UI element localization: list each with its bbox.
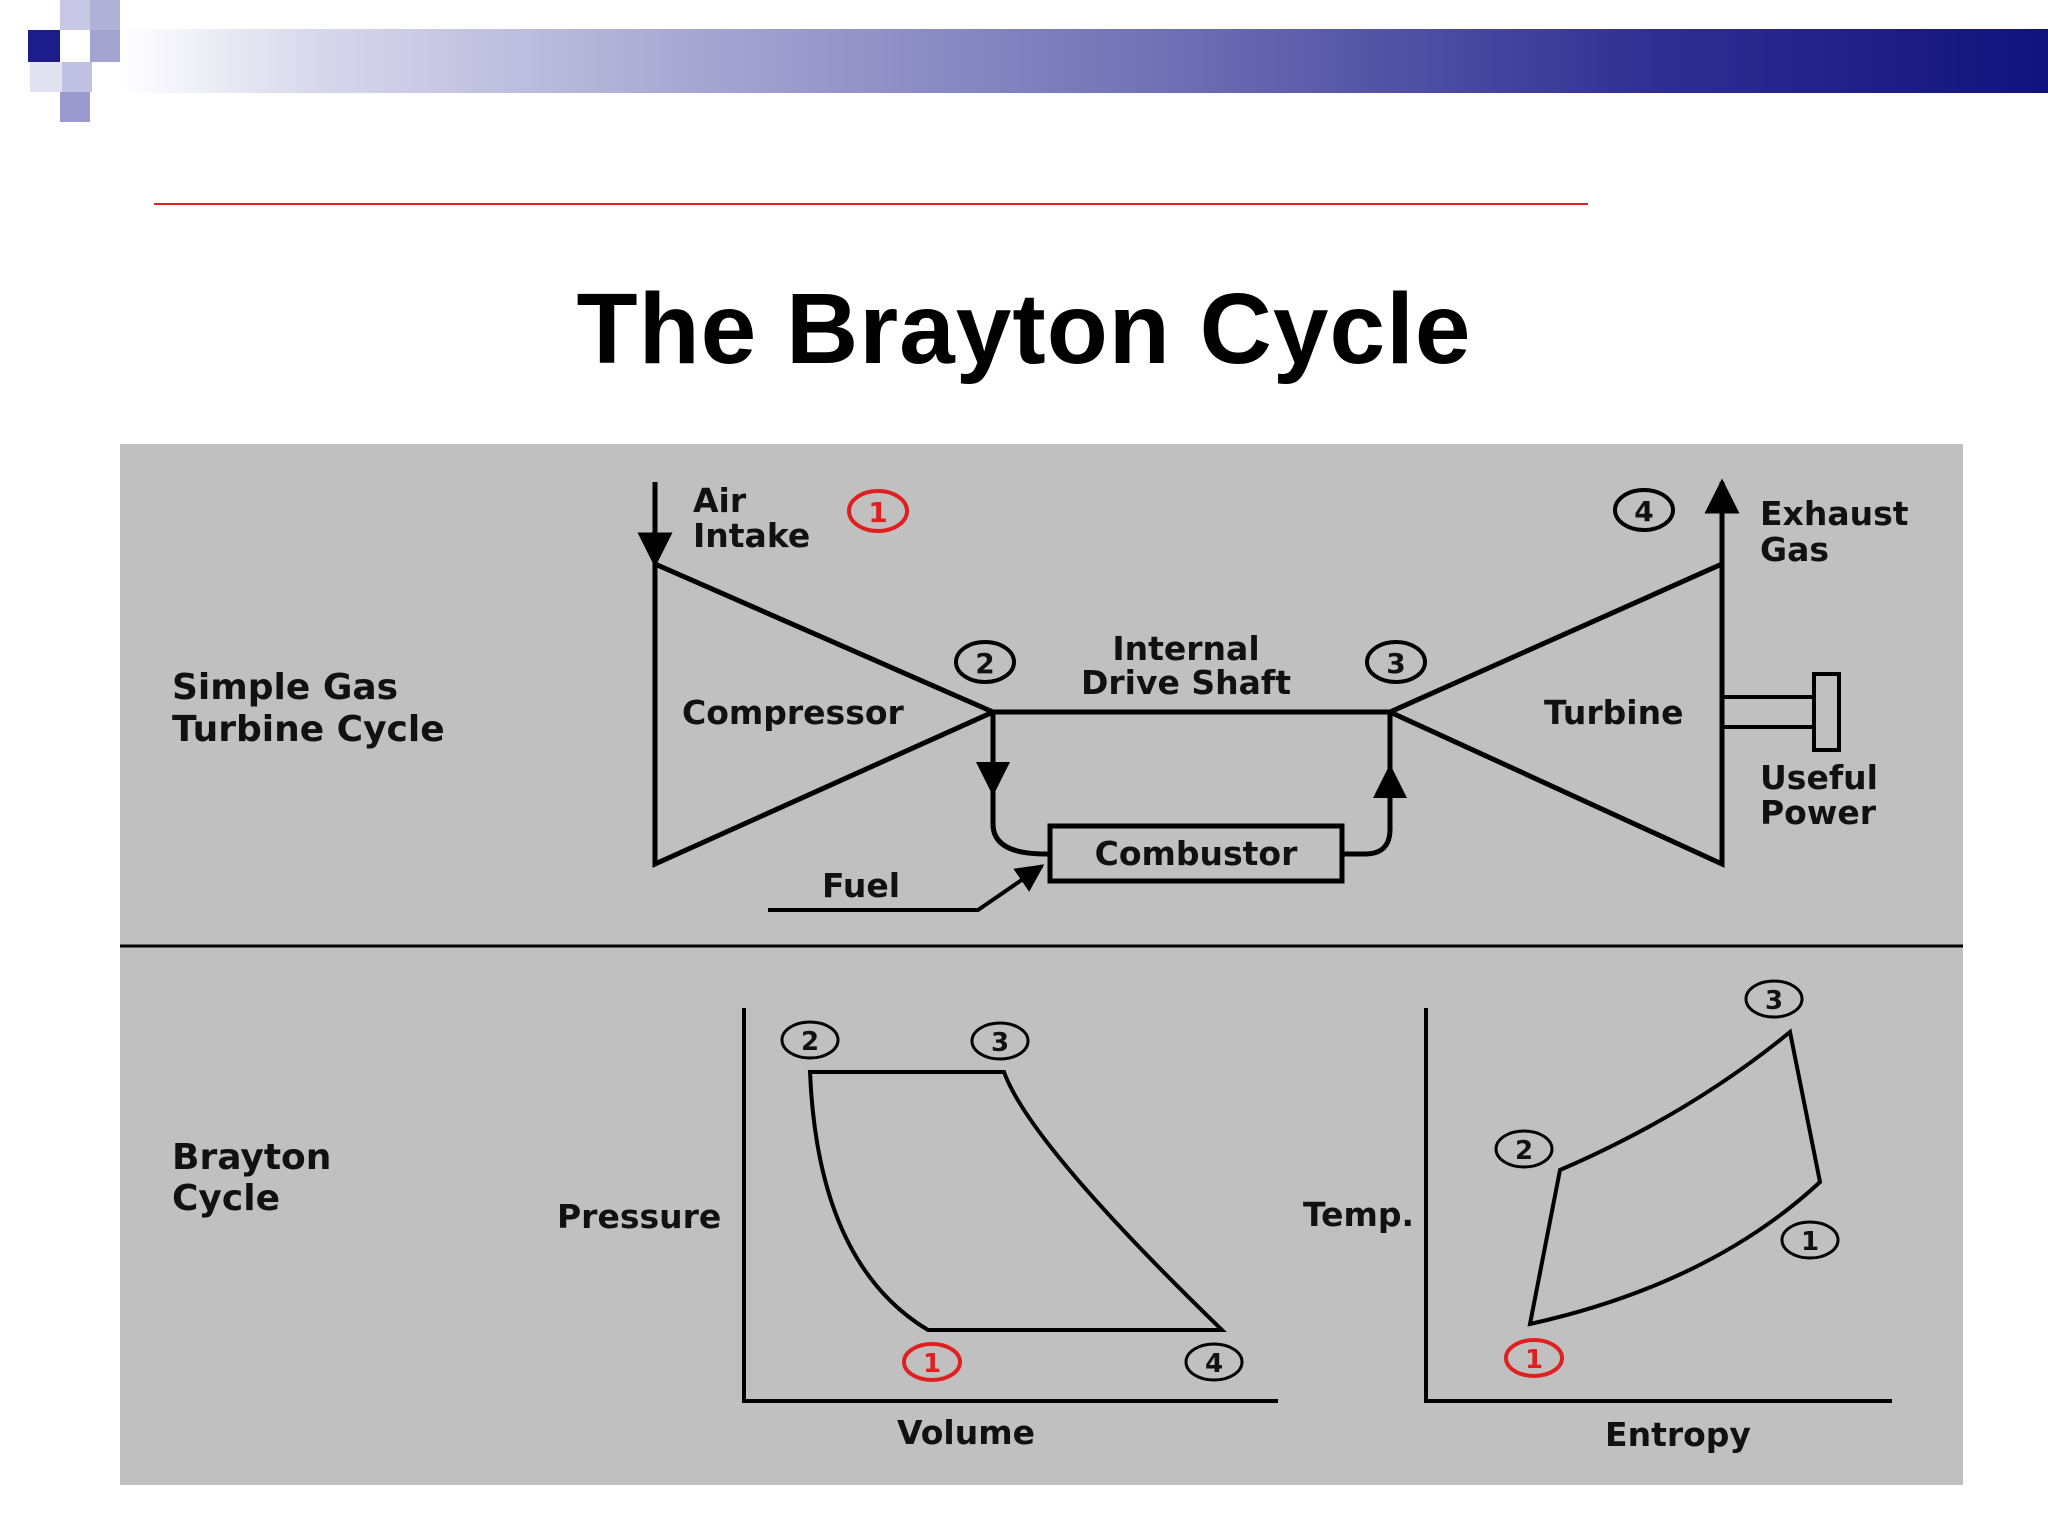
pv-point-marker [970,1021,1030,1061]
exhaust-label: Gas [1760,530,1829,569]
header-square-light [62,62,92,92]
combustor-box [1047,823,1345,884]
brayton-diagram: Simple Gas Turbine Cycle Air Intake Comp… [120,478,1963,1454]
state-label: 1 [868,496,887,529]
flow-down-arrow [976,762,1010,796]
pv-cycle-path [807,1070,1227,1332]
fuel-label: Fuel [822,866,900,905]
exhaust-label: Exhaust [1760,494,1909,533]
pv-y-axis-label: Pressure [557,1197,721,1236]
pv-point-label: 3 [991,1028,1009,1058]
title-divider [154,203,1588,205]
combustor-to-turbine-flow [1342,712,1393,857]
air-intake-label: Intake [693,516,810,555]
cycle-section-label: Cycle [172,1178,280,1219]
header-square-light [90,30,120,62]
pv-point-marker [1184,1342,1244,1382]
header-square-dark [28,30,60,62]
ts-axes [1424,1008,1892,1403]
pv-axes [742,1008,1278,1403]
drive-shaft-label: Internal [1112,629,1259,668]
ts-x-axis-label: Entropy [1605,1415,1751,1454]
ts-point-marker [1504,1338,1564,1378]
header-square-light [30,62,62,92]
turbine-label: Turbine [1544,693,1683,732]
compressor-to-combustor-flow [990,712,1050,857]
cycle-section-label: Brayton [172,1137,331,1178]
air-intake-label: Air [693,481,747,520]
flow-up-arrow [1373,764,1407,798]
schematic-section-label: Turbine Cycle [172,709,445,750]
fuel-line [768,864,1045,912]
header-square-light [60,0,90,30]
header-square-light [60,92,90,122]
slide-title: The Brayton Cycle [576,273,1472,385]
state-marker [1365,640,1427,684]
ts-point-label: 1 [1525,1345,1543,1375]
compressor-shape [652,560,1000,868]
ts-point-marker [1494,1129,1554,1169]
pv-point-label: 1 [923,1349,941,1379]
state-label: 2 [975,647,994,680]
header-square-light [90,0,120,30]
pv-point-marker [902,1342,962,1382]
output-coupling [1812,672,1841,752]
pv-point-label: 4 [1205,1349,1223,1379]
pv-x-axis-label: Volume [897,1413,1035,1452]
ts-point-label: 2 [1515,1136,1533,1166]
brayton-diagram-panel: Simple Gas Turbine Cycle Air Intake Comp… [120,444,1963,1485]
ts-y-axis-label: Temp. [1303,1195,1414,1234]
combustor-label: Combustor [1095,834,1298,873]
compressor-label: Compressor [682,693,905,732]
state-label: 3 [1386,647,1405,680]
ts-point-marker [1744,979,1804,1019]
pv-point-label: 2 [801,1027,819,1057]
pv-point-marker [780,1020,840,1060]
state-marker [1613,488,1675,532]
header-gradient-bar [120,29,2048,93]
output-shaft [1720,695,1816,729]
state-label: 4 [1634,495,1653,528]
schematic-section-label: Simple Gas [172,667,398,708]
useful-power-label: Power [1760,793,1877,832]
drive-shaft-label: Drive Shaft [1081,663,1291,702]
useful-power-label: Useful [1760,758,1878,797]
ts-point-marker [1780,1220,1840,1260]
state-marker [847,489,909,533]
ts-point-label: 3 [1765,986,1783,1016]
ts-cycle-path [1527,1028,1823,1327]
ts-point-label: 1 [1801,1227,1819,1257]
state-marker [954,640,1016,684]
